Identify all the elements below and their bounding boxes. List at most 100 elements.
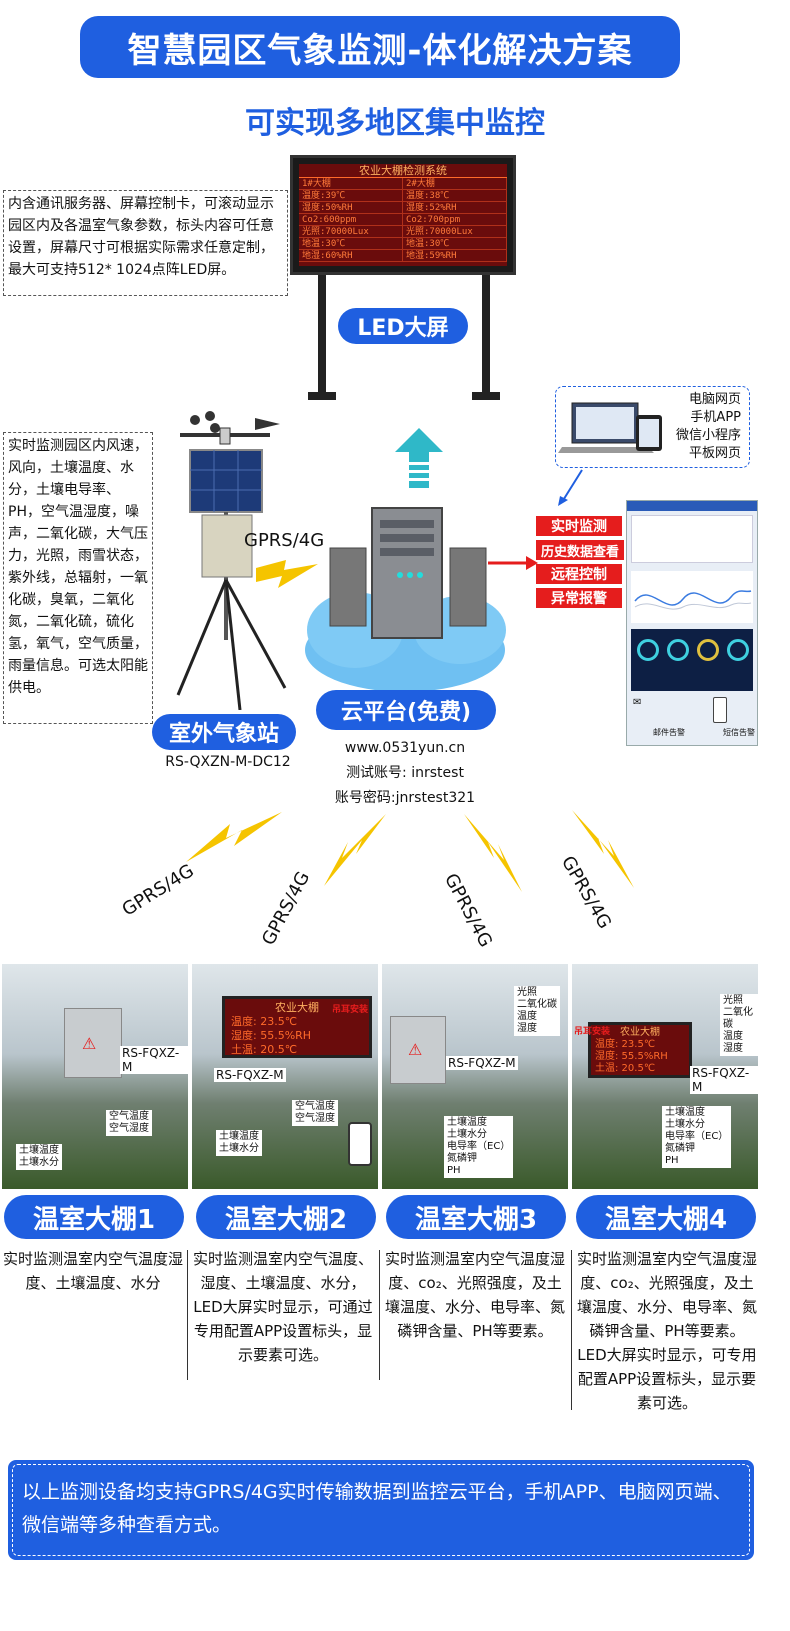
led-note: 内含通讯服务器、屏幕控制卡，可滚动显示园区内及各温室气象参数，标头内容可任意设置… bbox=[3, 190, 288, 296]
station-label: 室外气象站 bbox=[152, 714, 296, 750]
gprs-label-station: GPRS/4G bbox=[244, 530, 325, 551]
greenhouse-label-4: 温室大棚4 bbox=[576, 1195, 756, 1239]
dashboard-cards bbox=[631, 515, 753, 563]
control-box bbox=[390, 1016, 446, 1084]
led-leg-right bbox=[482, 270, 490, 395]
feature-alarm: 异常报警 bbox=[536, 588, 622, 608]
led-label-text: LED大屏 bbox=[357, 316, 449, 341]
led-cell: 光照:70000Lux bbox=[403, 226, 507, 238]
led-cell: 地湿:60%RH bbox=[299, 250, 403, 262]
mail-alert-label: 邮件告警 bbox=[653, 728, 685, 737]
led-leg-left bbox=[318, 270, 326, 395]
arrow-down-left-icon bbox=[558, 469, 583, 506]
page-title: 智慧园区气象监测-体化解决方案 bbox=[127, 30, 633, 71]
hang-tag: 吊耳安装 bbox=[574, 1027, 611, 1037]
title-banner: 智慧园区气象监测-体化解决方案 bbox=[80, 16, 680, 78]
cloud-test-password: 账号密码:jnrstest321 bbox=[334, 790, 476, 806]
mini-led-title: 农业大棚 bbox=[620, 1027, 660, 1038]
station-label-text: 室外气象站 bbox=[168, 722, 279, 747]
mini-led-screen: 农业大棚 温度: 23.5℃ 湿度: 55.5%RH 土温: 20.5℃ bbox=[588, 1022, 692, 1078]
platform-pc-web: 电脑网页 bbox=[688, 392, 741, 407]
platform-tablet-web: 平板网页 bbox=[688, 446, 741, 461]
trend-chart-icon bbox=[631, 571, 753, 623]
feature-realtime-monitoring: 实时监测 bbox=[536, 516, 622, 536]
photo-tag-air: 光照二氧化碳温度湿度 bbox=[514, 986, 560, 1036]
greenhouse-desc-3: 实时监测温室内空气温度湿度、co₂、光照强度，及土壤温度、水分、电导率、氮磷钾含… bbox=[384, 1250, 565, 1340]
hazard-icon: ⚠ bbox=[82, 1034, 97, 1053]
hang-tag: 吊耳安装 bbox=[332, 1005, 369, 1015]
dashboard-dark-panel bbox=[631, 629, 753, 691]
divider bbox=[187, 1250, 188, 1380]
led-foot-right bbox=[472, 392, 500, 400]
greenhouse-photo-3: ⚠ RS-FQXZ-M 光照二氧化碳温度湿度 土壤温度土壤水分电导率（EC）氮磷… bbox=[382, 964, 568, 1189]
greenhouse-photo-2: 农业大棚 温度: 23.5℃ 湿度: 55.5%RH 土温: 20.5℃ 吊耳安… bbox=[192, 964, 378, 1189]
dashboard-header bbox=[627, 501, 757, 511]
led-screen: 农业大棚检测系统 1#大棚 2#大棚 温度:39℃ 温度:38℃ 湿度:50%R… bbox=[290, 155, 516, 275]
platform-mobile-app: 手机APP bbox=[690, 410, 741, 425]
led-cell: Co2:600ppm bbox=[299, 214, 403, 226]
led-screen-header: 农业大棚检测系统 bbox=[299, 164, 507, 178]
mini-led-row: 温度: 23.5℃ bbox=[231, 1015, 298, 1028]
mini-led-row: 湿度: 55.5%RH bbox=[231, 1029, 312, 1042]
platform-wechat-miniapp: 微信小程序 bbox=[675, 428, 741, 443]
phone-icon bbox=[713, 697, 727, 723]
led-cell: 地湿:59%RH bbox=[403, 250, 507, 262]
cloud-label: 云平台(免费) bbox=[316, 690, 496, 730]
divider bbox=[379, 1250, 380, 1380]
led-cell: 光照:70000Lux bbox=[299, 226, 403, 238]
mini-led-row: 温度: 23.5℃ bbox=[595, 1039, 656, 1050]
footer-text: 以上监测设备均支持GPRS/4G实时传输数据到监控云平台，手机APP、电脑网页端… bbox=[22, 1481, 732, 1536]
divider bbox=[571, 1250, 572, 1410]
upload-arrow-icon bbox=[395, 428, 443, 488]
greenhouse-desc-1: 实时监测温室内空气温度湿度、土壤温度、水分 bbox=[2, 1250, 183, 1292]
footer-border bbox=[12, 1464, 750, 1556]
lightning-bolt-icon bbox=[572, 810, 634, 888]
cloud-label-text: 云平台(免费) bbox=[340, 700, 472, 725]
device-model-tag: RS-FQXZ-M bbox=[690, 1066, 758, 1094]
lightning-bolt-icon bbox=[256, 560, 318, 588]
greenhouse-desc-4: 实时监测温室内空气温度湿度、co₂、光照强度，及土壤温度、水分、电导率、氮磷钾含… bbox=[576, 1250, 757, 1412]
greenhouse-label-1: 温室大棚1 bbox=[4, 1195, 184, 1239]
station-note: 实时监测园区内风速，风向，土壤温度、水分，土壤电导率、PH，空气温湿度，噪声，二… bbox=[3, 432, 153, 724]
greenhouse-label-text: 温室大棚1 bbox=[32, 1204, 156, 1235]
cloud-test-account: 测试账号: inrstest bbox=[346, 765, 464, 781]
photo-tag-soil: 土壤温度土壤水分 bbox=[216, 1130, 262, 1156]
led-cell: 地温:30℃ bbox=[299, 238, 403, 250]
control-box bbox=[64, 1008, 122, 1078]
led-cell: 2#大棚 bbox=[403, 178, 507, 190]
mini-led-row: 土温: 20.5℃ bbox=[231, 1043, 298, 1056]
led-screen-grid: 1#大棚 2#大棚 温度:39℃ 温度:38℃ 湿度:50%RH 湿度:52%R… bbox=[299, 178, 507, 262]
lightning-bolt-icon bbox=[186, 812, 282, 862]
lightning-bolt-icon bbox=[464, 814, 522, 892]
photo-tag-air: 空气温度空气湿度 bbox=[106, 1110, 152, 1136]
weather-station-icon bbox=[176, 411, 287, 710]
page-subtitle: 可实现多地区集中监控 bbox=[245, 106, 545, 141]
feature-history-data: 历史数据查看 bbox=[536, 540, 624, 560]
device-model-tag: RS-FQXZ-M bbox=[120, 1046, 188, 1074]
mini-led-title: 农业大棚 bbox=[275, 1001, 319, 1014]
sms-alert-label: 短信告警 bbox=[723, 728, 755, 737]
greenhouse-photo-4: 农业大棚 温度: 23.5℃ 湿度: 55.5%RH 土温: 20.5℃ 吊耳安… bbox=[572, 964, 758, 1189]
devices-icon bbox=[558, 402, 662, 453]
footer-banner: 以上监测设备均支持GPRS/4G实时传输数据到监控云平台，手机APP、电脑网页端… bbox=[8, 1460, 754, 1560]
photo-tag-air: 光照二氧化碳温度湿度 bbox=[720, 994, 758, 1056]
led-cell: 地温:30℃ bbox=[403, 238, 507, 250]
cloud-url-link[interactable]: www.0531yun.cn bbox=[344, 740, 466, 756]
led-cell: 温度:39℃ bbox=[299, 190, 403, 202]
led-cell: 湿度:52%RH bbox=[403, 202, 507, 214]
platform-dashboard-screenshot: ✉ 邮件告警 短信告警 bbox=[626, 500, 758, 746]
feature-remote-control: 远程控制 bbox=[536, 564, 622, 584]
photo-tag-air: 空气温度空气湿度 bbox=[292, 1100, 338, 1126]
station-model: RS-QXZN-M-DC12 bbox=[165, 754, 291, 770]
led-cell: 湿度:50%RH bbox=[299, 202, 403, 214]
lightning-bolt-icon bbox=[324, 814, 386, 886]
led-cell: 温度:38℃ bbox=[403, 190, 507, 202]
mini-led-row: 湿度: 55.5%RH bbox=[595, 1051, 668, 1062]
greenhouse-label-text: 温室大棚2 bbox=[224, 1204, 348, 1235]
greenhouse-desc-2: 实时监测温室内空气温度、湿度、土壤温度、水分，LED大屏实时显示，可通过专用配置… bbox=[192, 1250, 373, 1364]
photo-tag-soil: 土壤温度土壤水分 bbox=[16, 1144, 62, 1170]
greenhouse-label-text: 温室大棚4 bbox=[604, 1204, 728, 1235]
envelope-icon: ✉ bbox=[633, 697, 642, 708]
